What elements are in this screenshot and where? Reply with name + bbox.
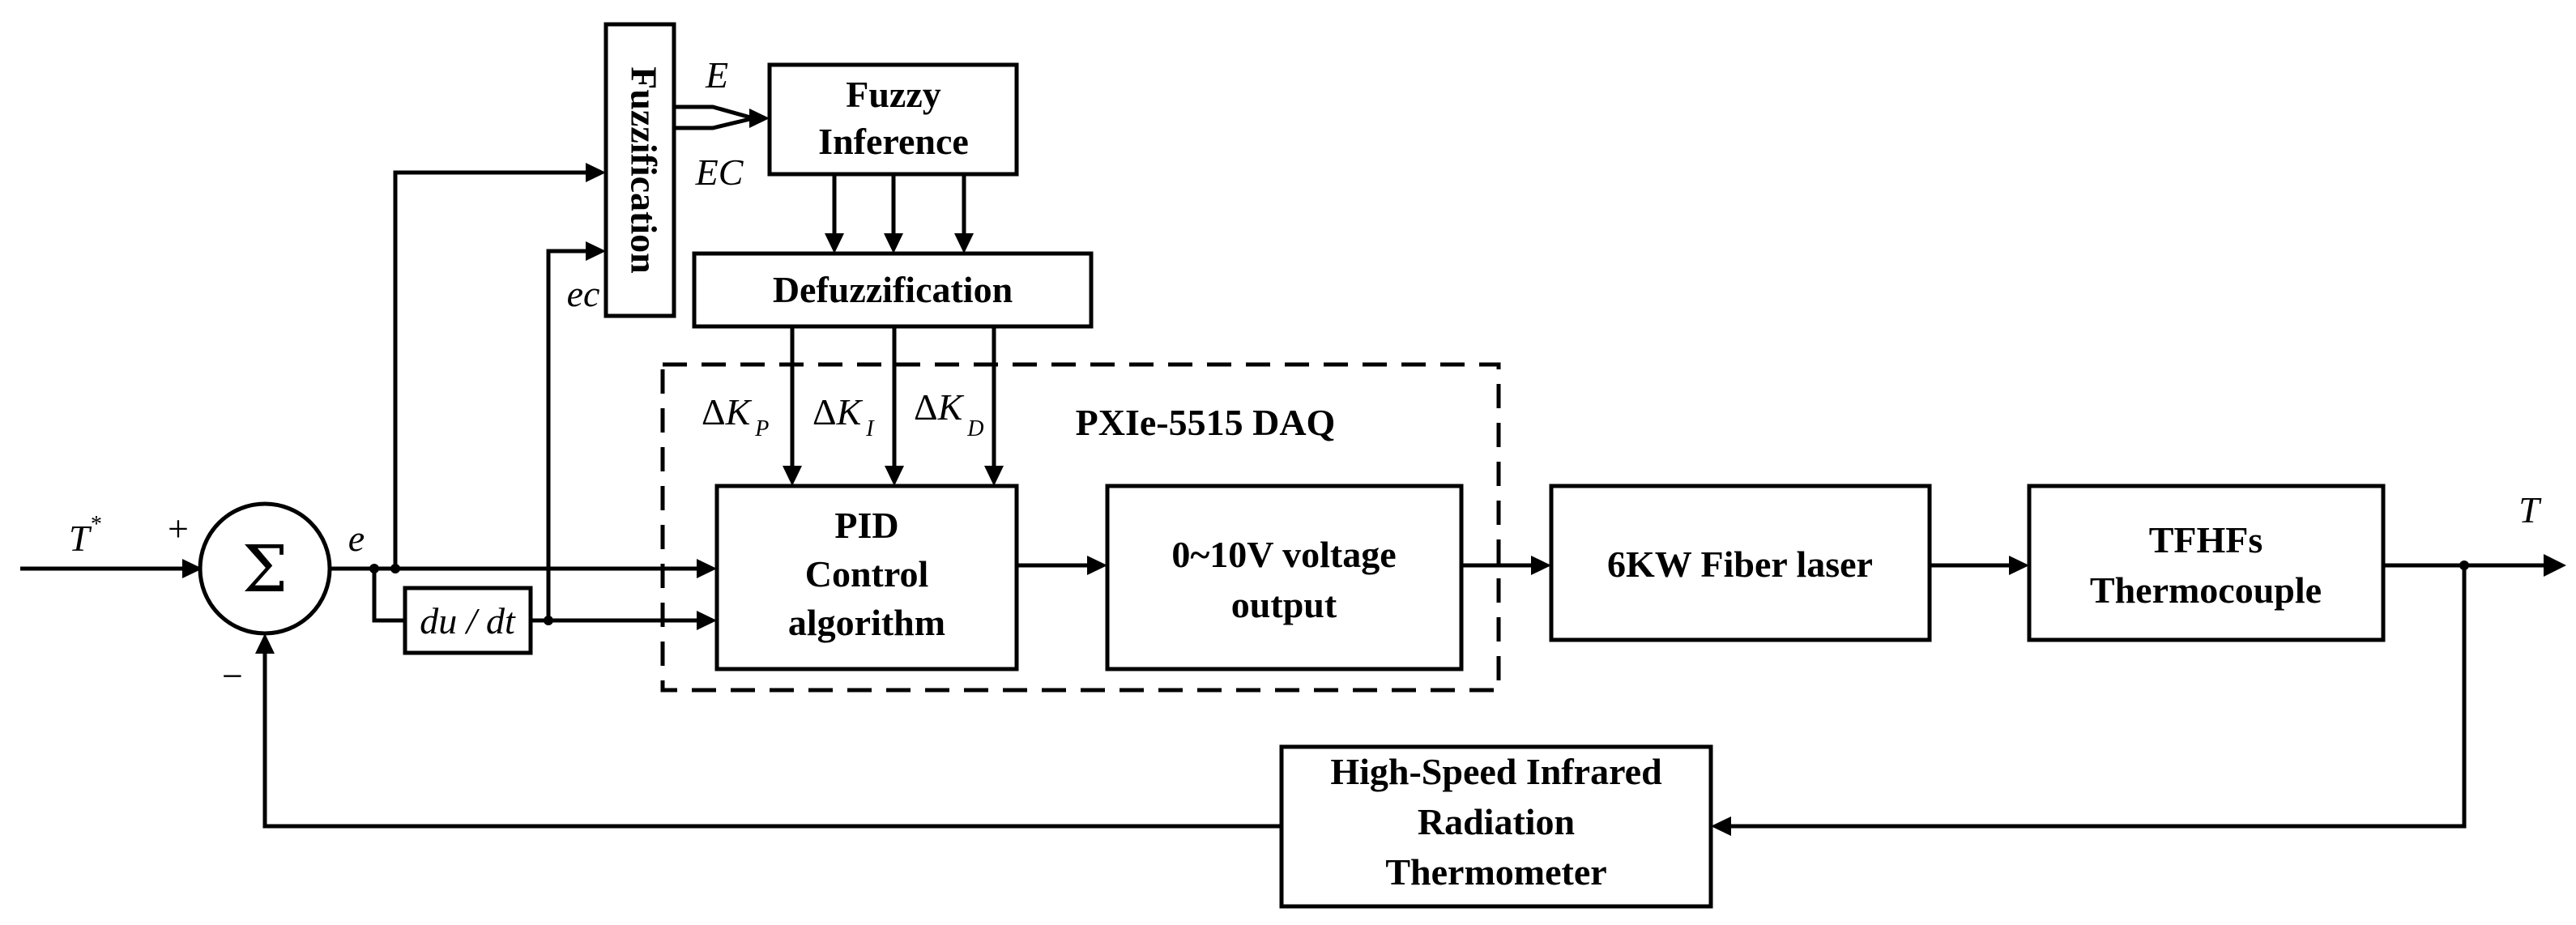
junction-dot (369, 564, 379, 573)
junction-dot (390, 564, 400, 573)
fuzzification-label: Fuzzification (623, 66, 664, 274)
thermometer-label-line2: Radiation (1418, 801, 1575, 842)
setpoint-label: T* (69, 512, 101, 559)
plus-sign: + (168, 508, 189, 549)
pid-label-line2: Control (805, 553, 929, 595)
derivative-label: du / dt (420, 600, 516, 642)
tfhfs-label-line1: TFHFs (2149, 519, 2263, 561)
fuzzy-inference-label-line1: Fuzzy (846, 74, 941, 115)
fiber-laser-label: 6KW Fiber laser (1607, 543, 1873, 585)
thermometer-label-line1: High-Speed Infrared (1330, 751, 1662, 792)
defuzzification-label: Defuzzification (773, 269, 1013, 310)
pid-block (714, 484, 1019, 671)
EC-label: EC (695, 151, 744, 193)
summing-symbol: Σ (242, 531, 288, 607)
voltage-label-line2: output (1231, 584, 1337, 625)
voltage-label-line1: 0~10V voltage (1171, 534, 1396, 575)
fuzzification-block (603, 22, 676, 318)
tfhfs-label-line2: Thermocouple (2090, 569, 2322, 611)
fuzzy-inference-block (767, 62, 1019, 177)
daq-label: PXIe-5515 DAQ (1076, 402, 1336, 443)
daq-dashed-boundary (660, 362, 1501, 693)
error-label: e (348, 518, 365, 559)
output-label: T (2518, 489, 2542, 531)
thermometer-label-line3: Thermometer (1385, 851, 1606, 893)
E-label: E (705, 54, 728, 96)
pid-label-line1: PID (834, 505, 898, 546)
voltage-output-block (1105, 484, 1464, 671)
delta-kd-label: ΔKD (914, 386, 984, 441)
tfhfs-block (2027, 484, 2386, 642)
fiber-laser-block (1549, 484, 1932, 642)
arrowheads (182, 109, 2566, 836)
ec-label: ec (567, 273, 600, 314)
signal-lines (20, 104, 2548, 829)
pid-label-line3: algorithm (788, 602, 945, 643)
minus-sign: − (222, 655, 243, 697)
junction-dot (2459, 561, 2469, 570)
thermometer-block (1279, 744, 1713, 909)
fuzzy-inference-label-line2: Inference (818, 121, 969, 162)
junction-dot (544, 616, 553, 625)
